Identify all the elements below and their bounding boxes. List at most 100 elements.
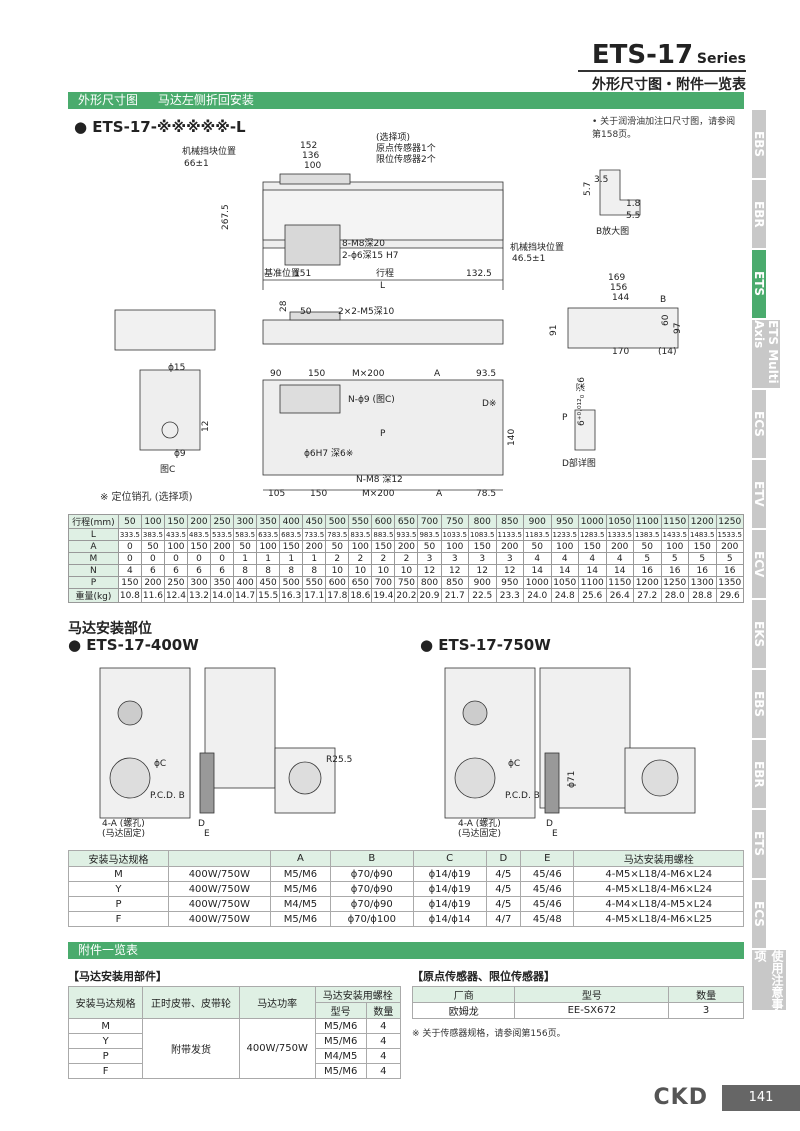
spec-cell: 1250 [715,514,744,529]
spec-cell: 14.0 [210,588,235,603]
motor-400-body [99,667,191,819]
side-tab[interactable]: EBS [752,110,766,178]
parts-spec: M [67,1018,144,1034]
spec-cell: 150 [279,540,304,553]
spec-cell: 8 [233,564,258,577]
label-B: B [660,295,666,305]
side-tab[interactable]: ECS [752,390,766,458]
spec-cell: 50 [325,540,350,553]
spec-cell: 950 [495,576,524,589]
label-E-r: E [552,829,558,839]
side-tab[interactable]: ETS Multi Axis [752,320,780,388]
spec-cell: 350 [256,514,281,529]
side-tab[interactable]: ETV [752,460,766,528]
spec-cell: 4 [117,564,142,577]
label-stop-left-val: 66±1 [184,159,209,169]
spec-cell: 433.5 [163,528,188,541]
spec-cell: 16.3 [279,588,304,603]
spec-cell: 10.8 [117,588,142,603]
spec-cell: 400 [279,514,304,529]
spec-cell: 4 [523,552,552,565]
spec-cell: 1200 [688,514,717,529]
section-bar-accessories: 附件一览表 [68,942,744,959]
side-tab[interactable]: ECV [752,530,766,598]
spec-cell: 550 [348,514,373,529]
model-750w: ● ETS-17-750W [420,636,551,654]
spec-cell: 0 [117,540,142,553]
mount-cell: M5/M6 [269,881,331,897]
mount-cell: 4-M5×L18/4-M6×L24 [573,866,744,882]
spec-cell: 800 [468,514,497,529]
spec-cell: 750 [440,514,469,529]
spec-cell: 783.5 [325,528,350,541]
spec-cell: 4 [578,552,607,565]
label-d-detail: D部详图 [562,457,596,469]
spec-cell: 1150 [660,514,689,529]
spec-cell: 10 [394,564,419,577]
side-tab[interactable]: ETS [752,810,766,878]
side-tab[interactable]: EKS [752,600,766,668]
dim-170: 170 [612,347,629,357]
spec-cell: 300 [186,576,212,589]
spec-row-label: 重量(kg) [68,588,119,603]
spec-cell: 24.8 [550,588,579,603]
spec-cell: 533.5 [210,528,235,541]
spec-cell: 100 [140,514,165,529]
dim-150b: 150 [310,489,327,499]
spec-cell: 2 [325,552,350,565]
spec-cell: 500 [279,576,304,589]
mount-header: E [520,850,575,867]
parts-belt: 附带发货 [142,1018,240,1079]
side-tab[interactable]: 使用注意事项 [752,950,786,1010]
spec-cell: 16 [633,564,662,577]
spec-cell: 50 [633,540,662,553]
side-tab[interactable]: ETS [752,250,766,318]
sensors-maker: 欧姆龙 [411,1002,516,1019]
page-number: 141 [722,1085,800,1111]
parts-power: 400W/750W [238,1018,316,1079]
spec-cell: 3 [495,552,524,565]
spec-cell: 12 [417,564,442,577]
dim-12: 12 [201,421,211,432]
spec-cell: 500 [325,514,350,529]
spec-cell: 850 [440,576,469,589]
dim-156: 156 [610,283,627,293]
spec-cell: 100 [440,540,469,553]
dim-L: L [380,281,385,291]
mount-cell: ϕ70/ϕ90 [329,896,414,912]
mount-cell: 400W/750W [167,896,271,912]
dim-P: P [380,429,386,439]
spec-cell: 700 [371,576,396,589]
spec-cell: 50 [233,540,258,553]
dim-105: 105 [268,489,285,499]
parts-h2: 正时皮带、皮带轮 [142,986,240,1019]
parts-h4a: 型号 [314,1002,367,1019]
label-stroke: 行程 [376,267,394,279]
mount-cell: 45/46 [520,866,575,882]
side-tab[interactable]: EBS [752,670,766,738]
end-view [567,307,679,349]
side-tab[interactable]: EBR [752,180,766,248]
side-tab[interactable]: EBR [752,740,766,808]
mount-cell: P [68,896,169,912]
spec-cell: 14 [523,564,552,577]
sensors-table: 厂商 型号 数量 欧姆龙 EE-SX672 3 [411,986,744,1019]
spec-row-label: P [68,576,119,589]
label-stop-left: 机械挡块位置 [182,145,236,157]
label-phi71: ϕ71 [567,771,577,788]
section2-label: 附件一览表 [78,943,139,957]
label-m5: 2×2-M5深10 [338,306,394,317]
section-label-b: 马达左侧折回安装 [157,93,254,107]
series-suffix: Series [696,51,746,67]
spec-cell: 700 [417,514,442,529]
spec-cell: 14 [578,564,607,577]
side-tab[interactable]: ECS [752,880,766,948]
spec-cell: 583.5 [233,528,258,541]
dim-b57: 5.7 [583,182,593,196]
spec-cell: 1133.5 [495,528,524,541]
mount-cell: ϕ14/ϕ19 [412,866,487,882]
spec-cell: 21.7 [440,588,469,603]
